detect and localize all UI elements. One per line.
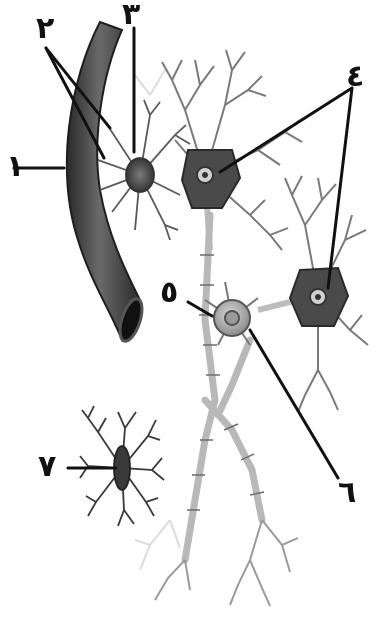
label-6: ٦ — [338, 478, 356, 508]
microglia — [80, 406, 164, 526]
axon-terminals — [155, 520, 298, 606]
label-2: ٢ — [36, 14, 54, 44]
leader-line-6 — [250, 330, 338, 478]
leader-lines — [14, 28, 352, 478]
label-3: ٣ — [122, 0, 140, 30]
label-7: ٧ — [38, 452, 56, 482]
label-1: ١ — [6, 152, 24, 182]
myelinated-axon — [185, 215, 262, 560]
oligodendrocyte — [205, 282, 258, 345]
leader-line-4a — [220, 88, 352, 172]
label-5: ٥ — [160, 278, 178, 308]
neuron-right — [258, 176, 368, 412]
neuron-upper — [162, 50, 302, 250]
astrocyte — [98, 100, 190, 240]
label-4: ٤ — [346, 62, 364, 92]
